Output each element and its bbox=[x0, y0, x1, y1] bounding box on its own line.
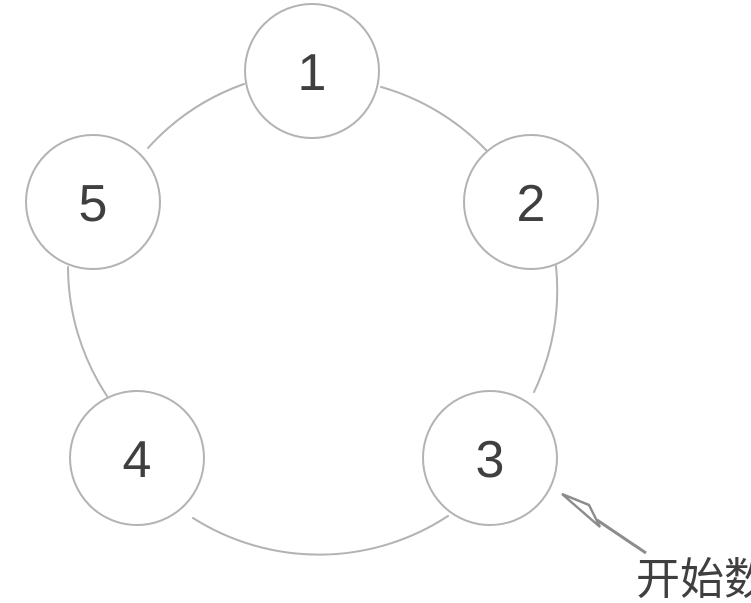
pointer-shaft bbox=[596, 518, 647, 555]
node-5-circle[interactable] bbox=[25, 134, 161, 270]
edge-2-to-3 bbox=[533, 265, 559, 393]
arrow-head-icon bbox=[561, 492, 602, 528]
edge-1-to-2 bbox=[380, 86, 488, 152]
node-5[interactable]: 5 bbox=[25, 134, 161, 270]
node-group: 1 2 3 4 5 bbox=[25, 3, 599, 526]
node-4-label: 4 bbox=[123, 431, 152, 489]
node-1-label: 1 bbox=[298, 44, 327, 102]
node-1-circle[interactable] bbox=[244, 3, 380, 139]
node-2-label: 2 bbox=[517, 175, 546, 233]
node-3-circle[interactable] bbox=[422, 390, 558, 526]
node-3-label: 3 bbox=[476, 431, 505, 489]
node-3[interactable]: 3 bbox=[422, 390, 558, 526]
edge-group bbox=[67, 83, 559, 556]
node-5-label: 5 bbox=[79, 175, 108, 233]
start-label: 开始数 bbox=[636, 555, 751, 603]
edge-3-to-4 bbox=[192, 515, 449, 556]
node-4-circle[interactable] bbox=[69, 390, 205, 526]
node-1[interactable]: 1 bbox=[244, 3, 380, 139]
node-4[interactable]: 4 bbox=[69, 390, 205, 526]
start-pointer-annotation bbox=[561, 492, 647, 555]
edge-5-to-1 bbox=[147, 83, 245, 149]
edge-4-to-5 bbox=[67, 266, 108, 397]
arrow-head-inner-line bbox=[561, 493, 590, 506]
node-2[interactable]: 2 bbox=[463, 134, 599, 270]
node-2-circle[interactable] bbox=[463, 134, 599, 270]
